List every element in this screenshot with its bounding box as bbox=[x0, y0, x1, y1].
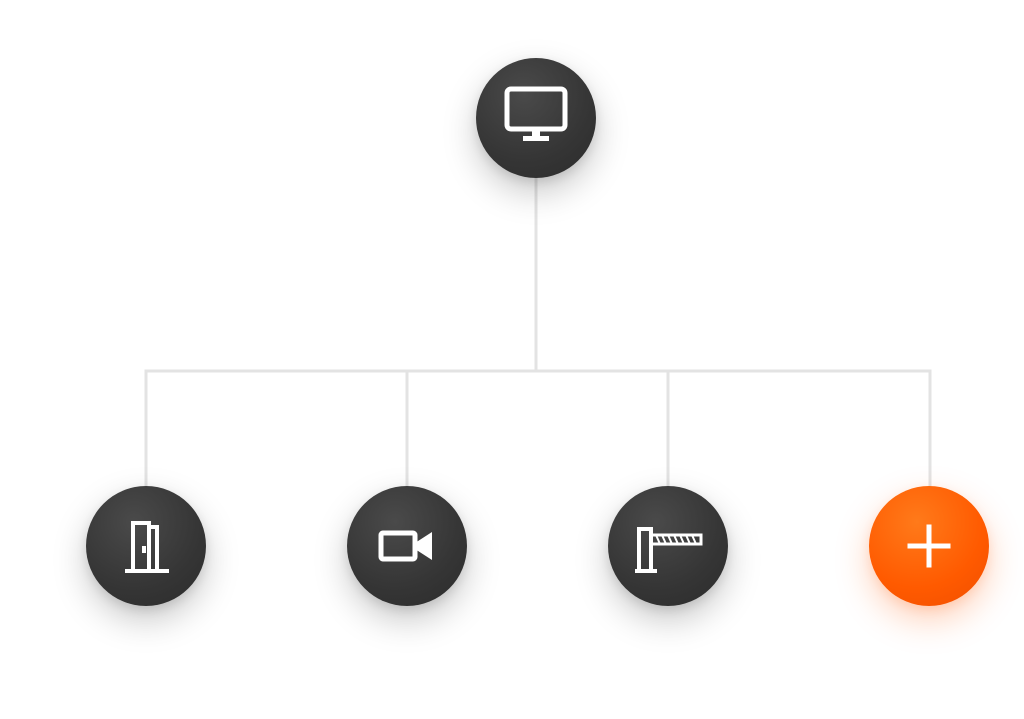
camera-node[interactable] bbox=[347, 486, 467, 606]
monitor-node[interactable] bbox=[476, 58, 596, 178]
barrier-gate-icon bbox=[635, 527, 703, 573]
door-icon bbox=[125, 521, 169, 573]
add-device-button[interactable] bbox=[869, 486, 989, 606]
monitor-icon bbox=[504, 86, 568, 141]
video-camera-icon bbox=[378, 530, 432, 562]
door-node[interactable] bbox=[86, 486, 206, 606]
plus-icon bbox=[907, 524, 951, 568]
barrier-gate-node[interactable] bbox=[608, 486, 728, 606]
